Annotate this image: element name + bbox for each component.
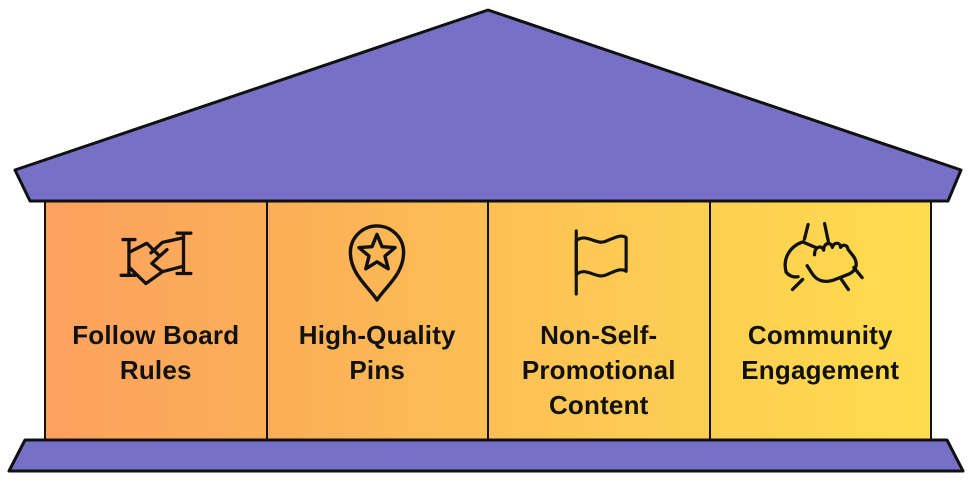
pillar-label: High-Quality Pins (298, 320, 456, 385)
pillar-high-quality-pins: High-Quality Pins (268, 202, 489, 439)
pillar-label: Follow Board Rules (72, 320, 240, 385)
handshake-icon (110, 214, 202, 310)
pillar-community-engagement: Community Engagement (711, 202, 931, 439)
pillar-non-self-promotional: Non-Self- Promotional Content (489, 202, 711, 439)
roof (13, 8, 963, 203)
flag-icon (564, 214, 634, 310)
hands-stack-icon (774, 214, 866, 310)
foundation (7, 438, 965, 473)
pillars-facade: Follow Board Rules High-Quality Pins Non… (44, 200, 932, 441)
pillar-label: Community Engagement (741, 320, 900, 385)
pillar-follow-board-rules: Follow Board Rules (46, 202, 268, 439)
pin-star-icon (339, 214, 415, 310)
pillar-label: Non-Self- Promotional Content (521, 320, 676, 420)
